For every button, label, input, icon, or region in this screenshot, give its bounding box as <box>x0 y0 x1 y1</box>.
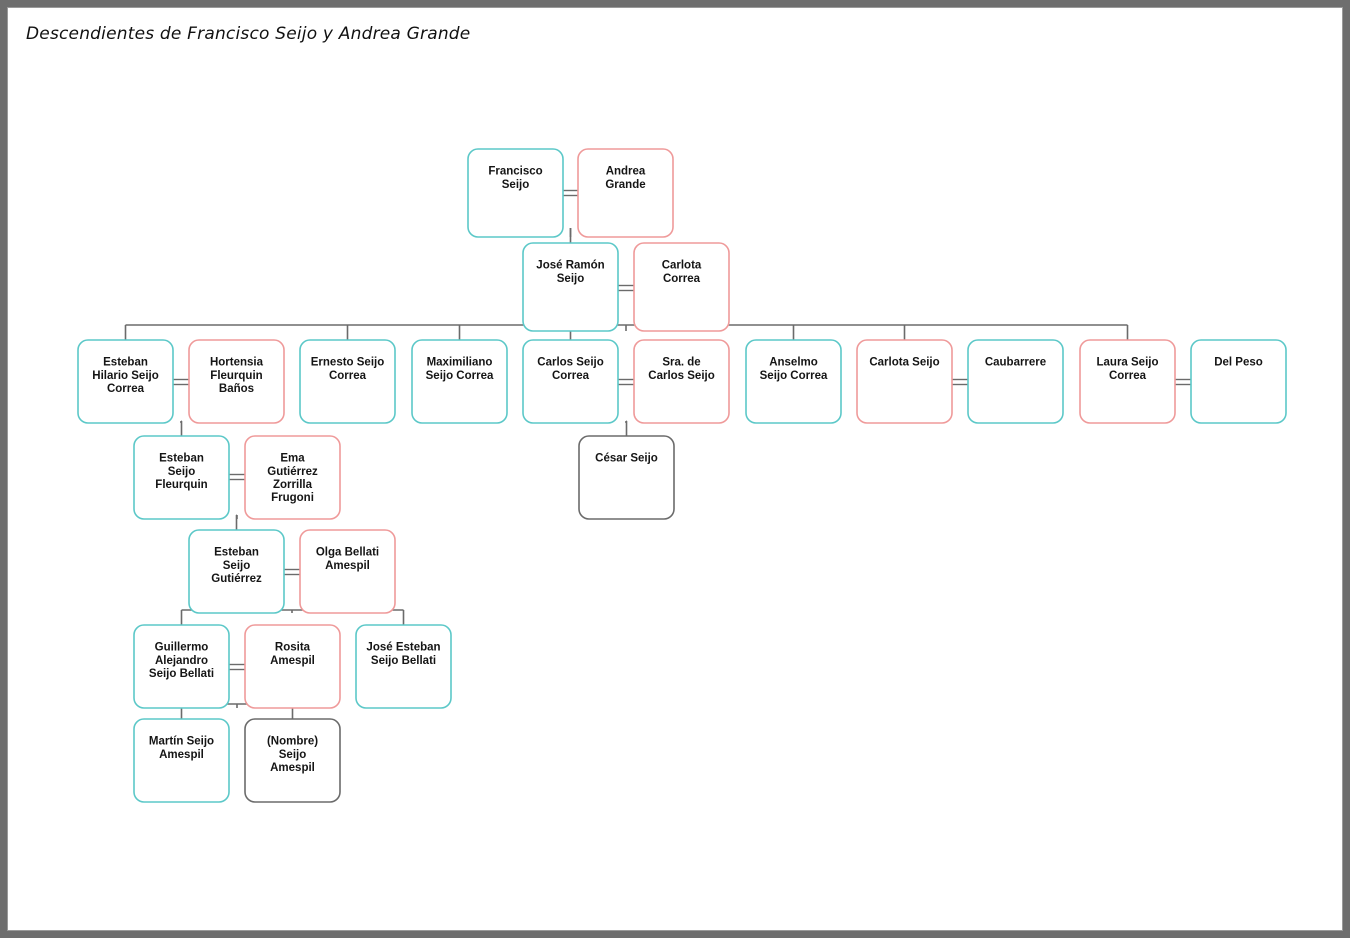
marriage-connector <box>952 378 968 386</box>
person-box[interactable] <box>522 339 619 424</box>
marriage-connector <box>1175 378 1191 386</box>
person-box[interactable] <box>967 339 1064 424</box>
person-box[interactable] <box>299 339 396 424</box>
person-node[interactable]: Caubarrere <box>967 339 1064 424</box>
person-box[interactable] <box>188 339 285 424</box>
marriage-connector <box>618 284 634 292</box>
person-box[interactable] <box>77 339 174 424</box>
person-box[interactable] <box>244 718 341 803</box>
person-label: César Seijo <box>595 453 658 465</box>
person-box[interactable] <box>1079 339 1176 424</box>
person-label: Caubarrere <box>985 357 1046 369</box>
person-box[interactable] <box>133 624 230 709</box>
diagram-canvas[interactable]: Descendientes de Francisco Seijo y Andre… <box>7 7 1343 931</box>
person-box[interactable] <box>133 718 230 803</box>
marriage-connector <box>284 568 300 576</box>
person-box[interactable] <box>856 339 953 424</box>
marriage-connector <box>618 378 634 386</box>
person-box[interactable] <box>1190 339 1287 424</box>
person-box[interactable] <box>467 148 564 238</box>
person-box[interactable] <box>745 339 842 424</box>
person-box[interactable] <box>411 339 508 424</box>
marriage-connector <box>173 378 189 386</box>
marriage-connector <box>229 473 245 481</box>
person-box[interactable] <box>633 242 730 332</box>
person-box[interactable] <box>355 624 452 709</box>
person-box[interactable] <box>578 435 675 520</box>
page-title: Descendientes de Francisco Seijo y Andre… <box>26 24 471 44</box>
person-box[interactable] <box>244 624 341 709</box>
person-node[interactable]: Carlota Seijo <box>856 339 953 424</box>
person-box[interactable] <box>299 529 396 614</box>
person-box[interactable] <box>522 242 619 332</box>
marriage-connector <box>229 663 245 671</box>
person-box[interactable] <box>133 435 230 520</box>
person-label: Carlota Seijo <box>869 357 939 369</box>
person-box[interactable] <box>577 148 674 238</box>
person-box[interactable] <box>633 339 730 424</box>
person-node[interactable]: César Seijo <box>578 435 675 520</box>
person-box[interactable] <box>188 529 285 614</box>
person-node[interactable]: Del Peso <box>1190 339 1287 424</box>
person-label: Del Peso <box>1214 357 1263 369</box>
person-box[interactable] <box>244 435 341 520</box>
marriage-connector <box>563 189 578 197</box>
